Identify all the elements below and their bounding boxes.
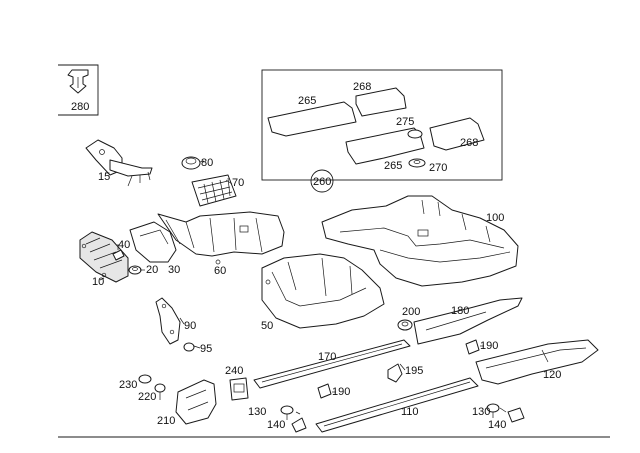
callout-190-lower: 190 xyxy=(332,386,350,398)
part-240-clamp xyxy=(229,377,249,401)
fastener-270 xyxy=(408,158,426,168)
callout-230: 230 xyxy=(119,379,137,391)
mat-268-rear xyxy=(429,117,485,151)
callout-120: 120 xyxy=(543,369,561,381)
part-70-mesh-panel xyxy=(191,174,237,207)
callout-50: 50 xyxy=(261,320,273,332)
part-60-side-lining xyxy=(157,211,285,265)
callout-265-lower: 265 xyxy=(384,160,402,172)
callout-labels: 280 15 80 70 40 20 30 60 10 265 268 275 … xyxy=(71,81,561,431)
callout-100: 100 xyxy=(486,212,504,224)
part-130-pin-right xyxy=(486,403,500,418)
part-40-clip xyxy=(112,249,125,261)
callout-130-left: 130 xyxy=(248,406,266,418)
callout-140-right: 140 xyxy=(488,419,506,431)
callout-265-upper: 265 xyxy=(298,95,316,107)
callout-40: 40 xyxy=(118,239,130,251)
part-190-clip-lower xyxy=(317,383,332,399)
part-90-bracket xyxy=(155,297,181,345)
callout-268-upper: 268 xyxy=(353,81,371,93)
part-120-sill-cover xyxy=(475,339,599,385)
callout-60: 60 xyxy=(214,265,226,277)
callout-170: 170 xyxy=(318,351,336,363)
part-170-sill-strip xyxy=(253,339,411,389)
part-195-clip xyxy=(387,363,403,383)
part-180-trim xyxy=(413,297,523,345)
callout-140-left: 140 xyxy=(267,419,285,431)
mat-265-rear xyxy=(345,127,425,165)
part-10-control-unit xyxy=(79,231,129,283)
callout-200: 200 xyxy=(402,306,420,318)
part-230-nut xyxy=(138,374,152,384)
leader-lines xyxy=(99,179,507,415)
mat-265-front xyxy=(267,101,357,137)
callout-130-right: 130 xyxy=(472,406,490,418)
part-200-grommet xyxy=(397,319,413,331)
part-15-bracket xyxy=(85,139,153,187)
part-140-plug-right xyxy=(507,407,525,423)
callout-70: 70 xyxy=(232,177,244,189)
part-100-floor-carpet xyxy=(321,195,519,287)
part-80-cap xyxy=(181,156,205,170)
callout-90: 90 xyxy=(184,320,196,332)
callout-10: 10 xyxy=(92,276,104,288)
callout-110: 110 xyxy=(401,406,419,418)
part-210-bracket xyxy=(175,379,217,425)
part-30-cover xyxy=(129,221,177,263)
callout-30: 30 xyxy=(168,264,180,276)
callout-190-upper: 190 xyxy=(480,340,498,352)
callout-268-lower: 268 xyxy=(460,137,478,149)
callout-80: 80 xyxy=(201,157,213,169)
callout-195: 195 xyxy=(405,365,423,377)
part-50-floor-section xyxy=(261,253,385,329)
mat-268-front xyxy=(355,87,407,117)
part-260-floor-mat-set xyxy=(261,69,503,193)
part-220-screw xyxy=(154,383,166,400)
callout-260: 260 xyxy=(313,176,331,188)
part-20-nut xyxy=(128,265,142,275)
part-280-clip xyxy=(58,64,99,116)
part-190-clip-upper xyxy=(465,339,480,355)
callout-280: 280 xyxy=(71,101,89,113)
fastener-275 xyxy=(407,129,423,139)
callout-210: 210 xyxy=(157,415,175,427)
part-130-pin-left xyxy=(280,405,294,420)
callout-275: 275 xyxy=(396,116,414,128)
callout-15: 15 xyxy=(98,171,110,183)
part-140-plug-left xyxy=(291,417,307,433)
part-110-sill-strip xyxy=(315,377,479,433)
callout-180: 180 xyxy=(451,305,469,317)
callout-95: 95 xyxy=(200,343,212,355)
callout-20: 20 xyxy=(146,264,158,276)
callout-270: 270 xyxy=(429,162,447,174)
part-95-screw xyxy=(183,342,195,352)
callout-240: 240 xyxy=(225,365,243,377)
callout-220: 220 xyxy=(138,391,156,403)
